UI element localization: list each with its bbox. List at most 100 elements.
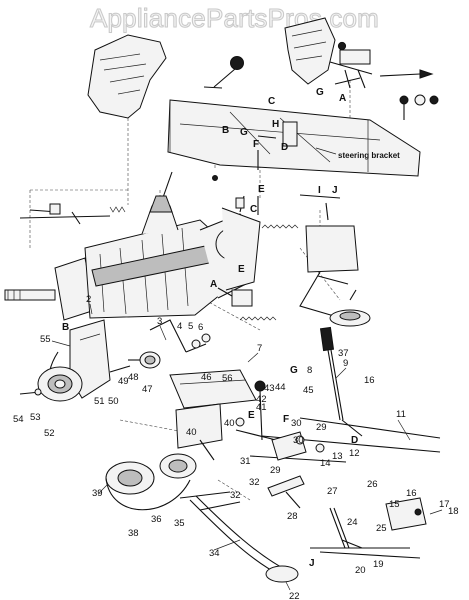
callout-32-b: 32 [230,490,241,501]
callout-J-2: J [309,558,315,569]
callout-39: 39 [92,488,103,499]
callout-20: 20 [355,565,366,576]
callout-I: I [318,185,321,196]
steering-bracket-annotation: steering bracket [338,151,400,160]
callout-D: D [281,142,288,153]
number-callouts: 2 3 4 5 6 7 8 9 11 12 13 14 15 16 16 17 … [13,294,459,600]
callout-55: 55 [40,334,51,345]
callout-B: B [222,125,229,136]
callout-B-2: B [62,322,69,333]
callout-A-2: A [210,279,217,290]
left-spring-linkage [19,203,126,225]
callout-40-b: 40 [224,418,235,429]
callout-54: 54 [13,414,24,425]
callout-E: E [258,184,265,195]
callout-49: 49 [118,376,129,387]
callout-37: 37 [338,348,349,359]
mid-pulley-set [109,319,211,373]
callout-J: J [332,185,338,196]
callout-5: 5 [188,321,193,332]
callout-15: 15 [389,499,400,510]
callout-44: 44 [275,382,286,393]
shift-knob-top [203,56,244,89]
transaxle-side-bracket [217,195,299,321]
callout-17: 17 [439,499,450,510]
idler-bracket-assembly [299,225,371,327]
callout-14: 14 [320,458,331,469]
callout-G-3: G [290,365,298,376]
callout-11: 11 [396,409,406,420]
callout-48: 48 [128,372,139,383]
callout-F-2: F [283,414,289,425]
letter-callouts: A C G B G H F D E I J C E A B G F E D J [62,87,358,569]
brake-pedal-28 [267,475,305,509]
callout-47: 47 [142,384,153,395]
callout-D-2: D [351,435,358,446]
callout-6: 6 [198,322,203,333]
center-bracket-46 [169,369,277,449]
callout-30-b: 30 [293,435,304,446]
callout-2: 2 [86,294,91,305]
frame-hardware [212,94,439,221]
callout-26: 26 [367,479,378,490]
callout-31: 31 [240,456,251,467]
callout-F: F [253,139,259,150]
callout-22: 22 [289,591,300,600]
steering-bracket-leader [315,147,337,155]
callout-16-b: 16 [364,375,375,386]
callout-9: 9 [343,358,348,369]
left-pulley-bracket [19,319,111,402]
callout-51: 51 [94,396,105,407]
callout-28: 28 [287,511,298,522]
transaxle-housing [4,171,257,321]
callout-12: 12 [349,448,360,459]
control-rod-linkage [249,417,441,463]
callout-18: 18 [448,506,459,517]
callout-53: 53 [30,412,41,423]
callout-G-2: G [240,127,248,138]
callout-29-b: 29 [316,422,327,433]
callout-29: 29 [270,465,281,476]
callout-E-3: E [248,410,255,421]
right-fender-panel [284,17,434,89]
callout-8: 8 [307,365,312,376]
callout-3: 3 [157,316,162,327]
callout-38: 38 [128,528,139,539]
callout-25: 25 [376,523,387,534]
callout-34: 34 [209,548,220,559]
callout-50: 50 [108,396,119,407]
callout-45: 45 [303,385,314,396]
callout-46: 46 [201,372,212,383]
callout-40: 40 [186,427,197,438]
callout-42: 42 [256,394,267,405]
callout-43: 43 [264,383,275,394]
callout-32: 32 [249,477,260,488]
callout-C: C [268,96,275,107]
callout-13: 13 [332,451,343,462]
callout-A: A [339,93,346,104]
callout-G: G [316,87,324,98]
callout-30: 30 [291,418,302,429]
callout-24: 24 [347,517,358,528]
callout-52: 52 [44,428,55,439]
callout-16: 16 [406,488,417,499]
callout-36: 36 [151,514,162,525]
pedal-linkage-right [310,497,427,559]
frame-deck-plate [167,99,421,177]
callout-7: 7 [257,343,262,354]
callout-19: 19 [373,559,384,570]
callout-41: 41 [256,402,267,413]
callout-E-2: E [238,264,245,275]
speed-control-lever [319,326,363,437]
drive-belt-34 [189,495,299,583]
lower-pulley-cluster [105,439,241,511]
callout-C-2: C [250,204,257,215]
callout-4: 4 [177,321,182,332]
callout-H: H [272,119,279,130]
callout-27: 27 [327,486,338,497]
left-fender-panel [87,34,167,119]
callout-35: 35 [174,518,185,529]
callout-leaders [51,303,443,591]
callout-56: 56 [222,373,233,384]
